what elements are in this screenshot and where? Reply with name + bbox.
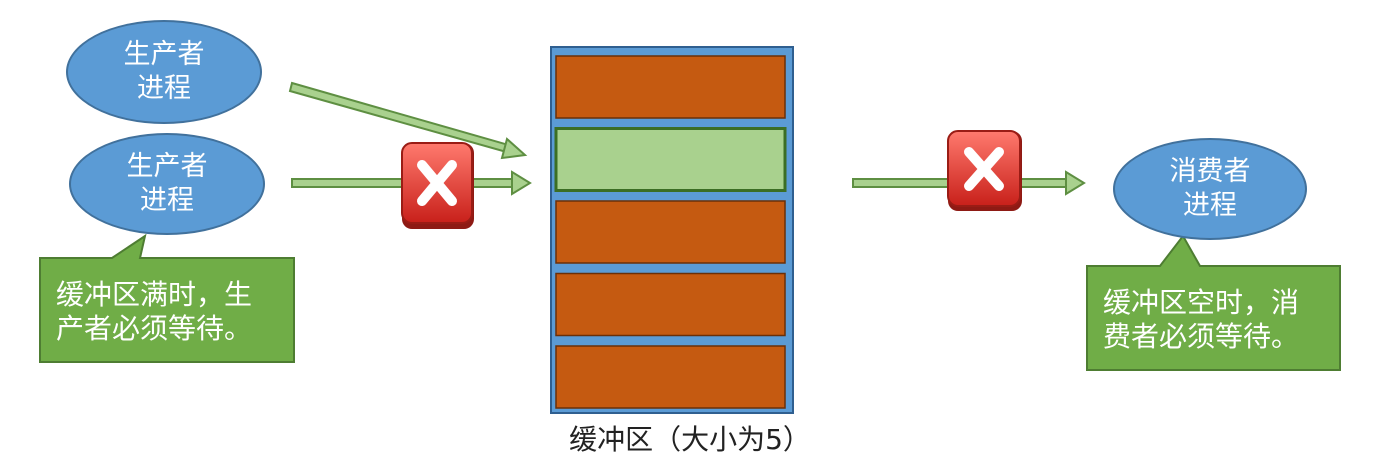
buffer-slot-full: [555, 200, 786, 264]
consumer-label-line2: 进程: [1183, 190, 1237, 221]
consumer-process: 消费者 进程: [1113, 138, 1307, 240]
buffer-slot-full: [555, 55, 786, 119]
consumer-label-line1: 消费者: [1169, 156, 1251, 187]
producer-callout-text: 缓冲区满时，生 产者必须等待。: [56, 278, 292, 346]
consumer-blocked-icon: [947, 130, 1022, 211]
producer-process-2: 生产者 进程: [69, 133, 265, 235]
consumer-callout-line1: 缓冲区空时，消: [1103, 286, 1300, 319]
buffer-slot-empty: [554, 127, 787, 192]
consumer-callout-bubble: [1086, 234, 1341, 371]
buffer-slots: [554, 55, 787, 409]
producer-2-label-line1: 生产者: [126, 151, 208, 182]
buffer-slot-full: [555, 345, 786, 409]
producer-1-label-line2: 进程: [137, 73, 191, 104]
buffer-caption: 缓冲区（大小为5）: [569, 423, 811, 456]
producer-1-arrow: [288, 81, 528, 160]
producer-process-1: 生产者 进程: [66, 20, 262, 124]
consumer-callout-text: 缓冲区空时，消 费者必须等待。: [1103, 286, 1339, 354]
consumer-callout-line2: 费者必须等待。: [1103, 320, 1300, 353]
producer-blocked-icon: [401, 142, 474, 229]
producer-callout-line1: 缓冲区满时，生: [56, 278, 253, 311]
producer-2-label-line2: 进程: [140, 185, 194, 216]
producer-callout-bubble: [39, 233, 295, 363]
buffer-slot-full: [555, 272, 786, 337]
producer-callout-line2: 产者必须等待。: [56, 312, 253, 345]
producer-1-label-line1: 生产者: [123, 39, 205, 70]
